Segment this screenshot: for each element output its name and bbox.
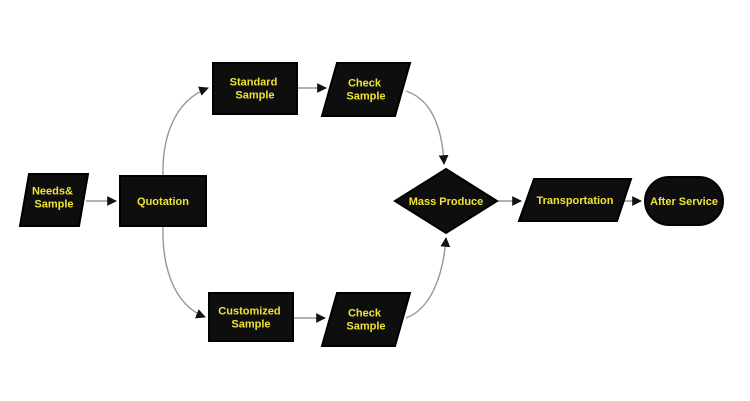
node-quotation: Quotation	[119, 175, 207, 227]
node-after-service: After Service	[644, 176, 724, 226]
after-service-label: After Service	[650, 196, 718, 208]
transportation-label: Transportation	[536, 195, 613, 207]
node-needs-sample: Needs& Sample	[18, 173, 90, 227]
node-check-sample-top: Check Sample	[320, 62, 412, 117]
check-sample-top-label: Check Sample	[346, 78, 385, 103]
quotation-label: Quotation	[137, 196, 189, 208]
customized-sample-shape	[208, 292, 294, 342]
check-sample-bottom-label: Check Sample	[346, 308, 385, 333]
node-check-sample-bottom: Check Sample	[320, 292, 412, 347]
customized-sample-label: Customized Sample	[218, 306, 283, 331]
check-sample-bottom-shape	[320, 292, 412, 347]
check-sample-top-shape	[320, 62, 412, 117]
quotation-shape	[119, 175, 207, 227]
edge-quotation-to-standard-sample	[162, 86, 209, 177]
mass-produce-label: Mass Produce	[409, 196, 484, 208]
edge-quotation-to-customized-sample	[162, 225, 206, 319]
after-service-shape	[644, 176, 724, 226]
node-mass-produce: Mass Produce	[393, 167, 499, 235]
node-standard-sample: Standard Sample	[212, 62, 298, 115]
node-customized-sample: Customized Sample	[208, 292, 294, 342]
edge-check-sample-top-to-mass-produce	[405, 90, 449, 165]
needs-sample-label: Needs& Sample	[32, 186, 76, 211]
needs-sample-shape	[18, 173, 90, 227]
standard-sample-label: Standard Sample	[230, 77, 281, 102]
edge-check-sample-bottom-to-mass-produce	[405, 237, 451, 319]
transportation-shape	[517, 178, 633, 222]
mass-produce-shape	[393, 167, 499, 235]
standard-sample-shape	[212, 62, 298, 115]
node-transportation: Transportation	[517, 178, 633, 222]
